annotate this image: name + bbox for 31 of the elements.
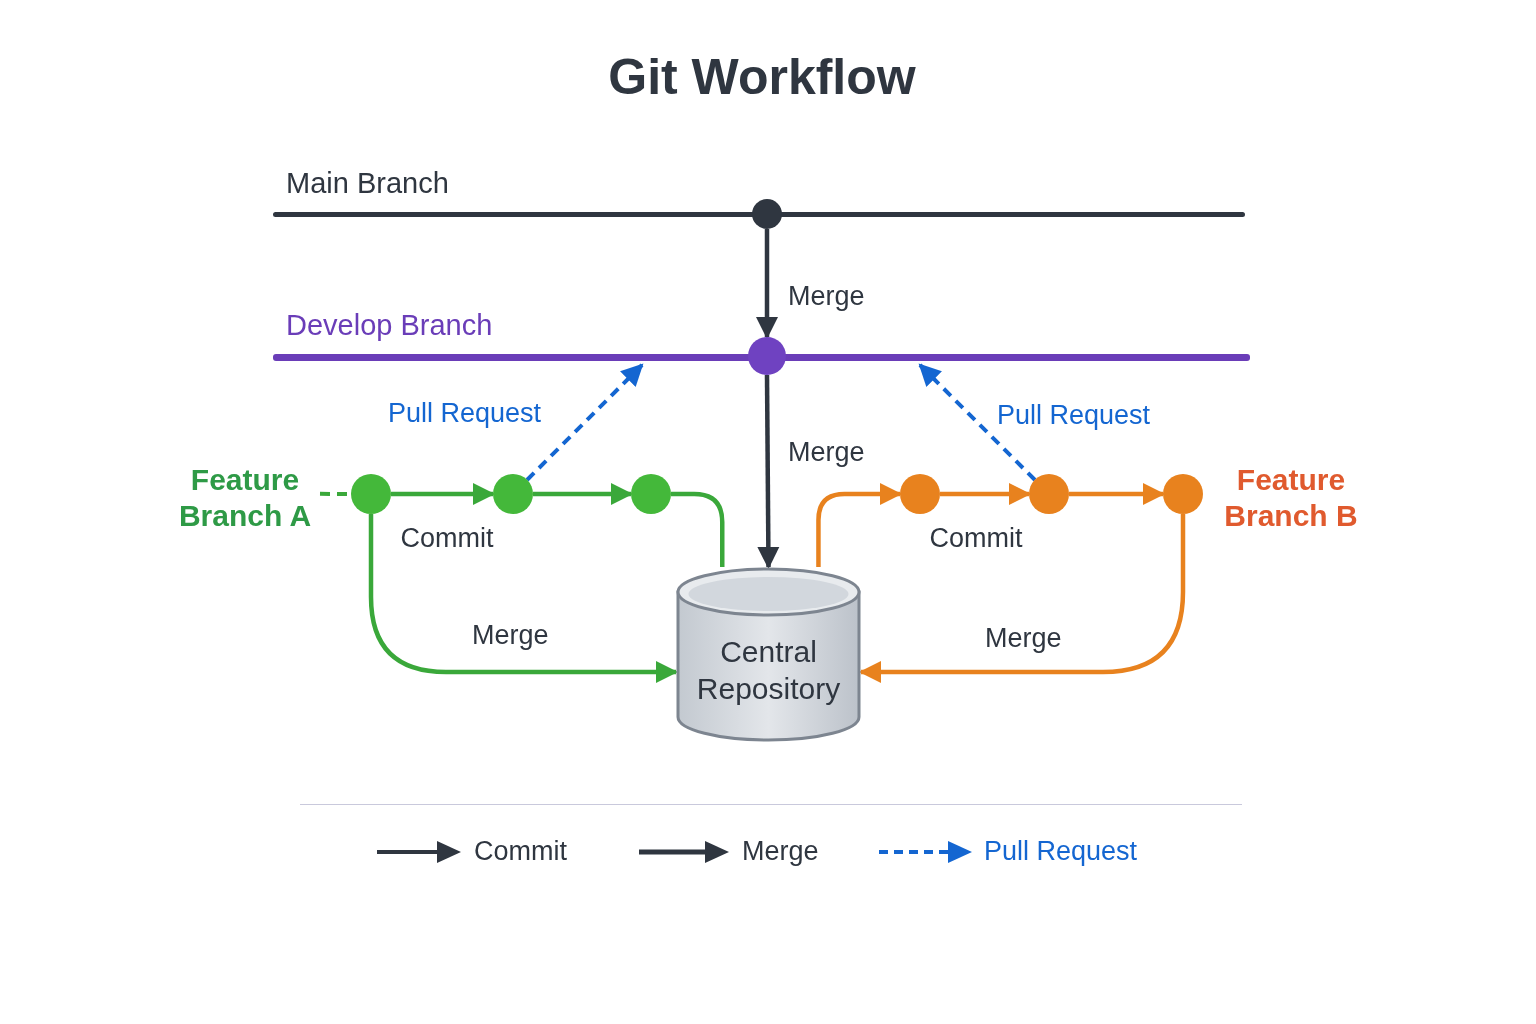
repository-label: Central Repository [695, 634, 842, 707]
legend-label: Pull Request [984, 836, 1138, 867]
arrow [816, 483, 902, 567]
commit-dot [900, 474, 940, 514]
connector-line [671, 491, 725, 567]
arrow [391, 483, 495, 505]
branch-label: Main Branch [286, 167, 449, 200]
legend-label: Commit [474, 836, 567, 867]
legend-label: Merge [742, 836, 819, 867]
commit-dot [748, 337, 786, 375]
arrow [859, 514, 1186, 683]
commit-dot [351, 474, 391, 514]
commit-dot [493, 474, 533, 514]
arrow [533, 483, 633, 505]
arrow [757, 375, 780, 569]
commit-label: Commit [928, 522, 1024, 555]
commit-dot [752, 199, 782, 229]
branch-label: Feature Branch A [170, 462, 320, 536]
dashed-arrow [918, 363, 1037, 482]
dashed-arrow [525, 363, 644, 482]
branch-label: Feature Branch B [1223, 462, 1359, 534]
branch-label: Develop Branch [286, 309, 493, 342]
commit-dot [1029, 474, 1069, 514]
arrow [368, 514, 678, 683]
arrow [1069, 483, 1165, 505]
commit-dot [1163, 474, 1203, 514]
diagram-title: Git Workflow [607, 48, 917, 106]
arrow [756, 229, 778, 339]
commit-dot [631, 474, 671, 514]
arrow [940, 483, 1031, 505]
commit-label: Commit [399, 522, 495, 555]
